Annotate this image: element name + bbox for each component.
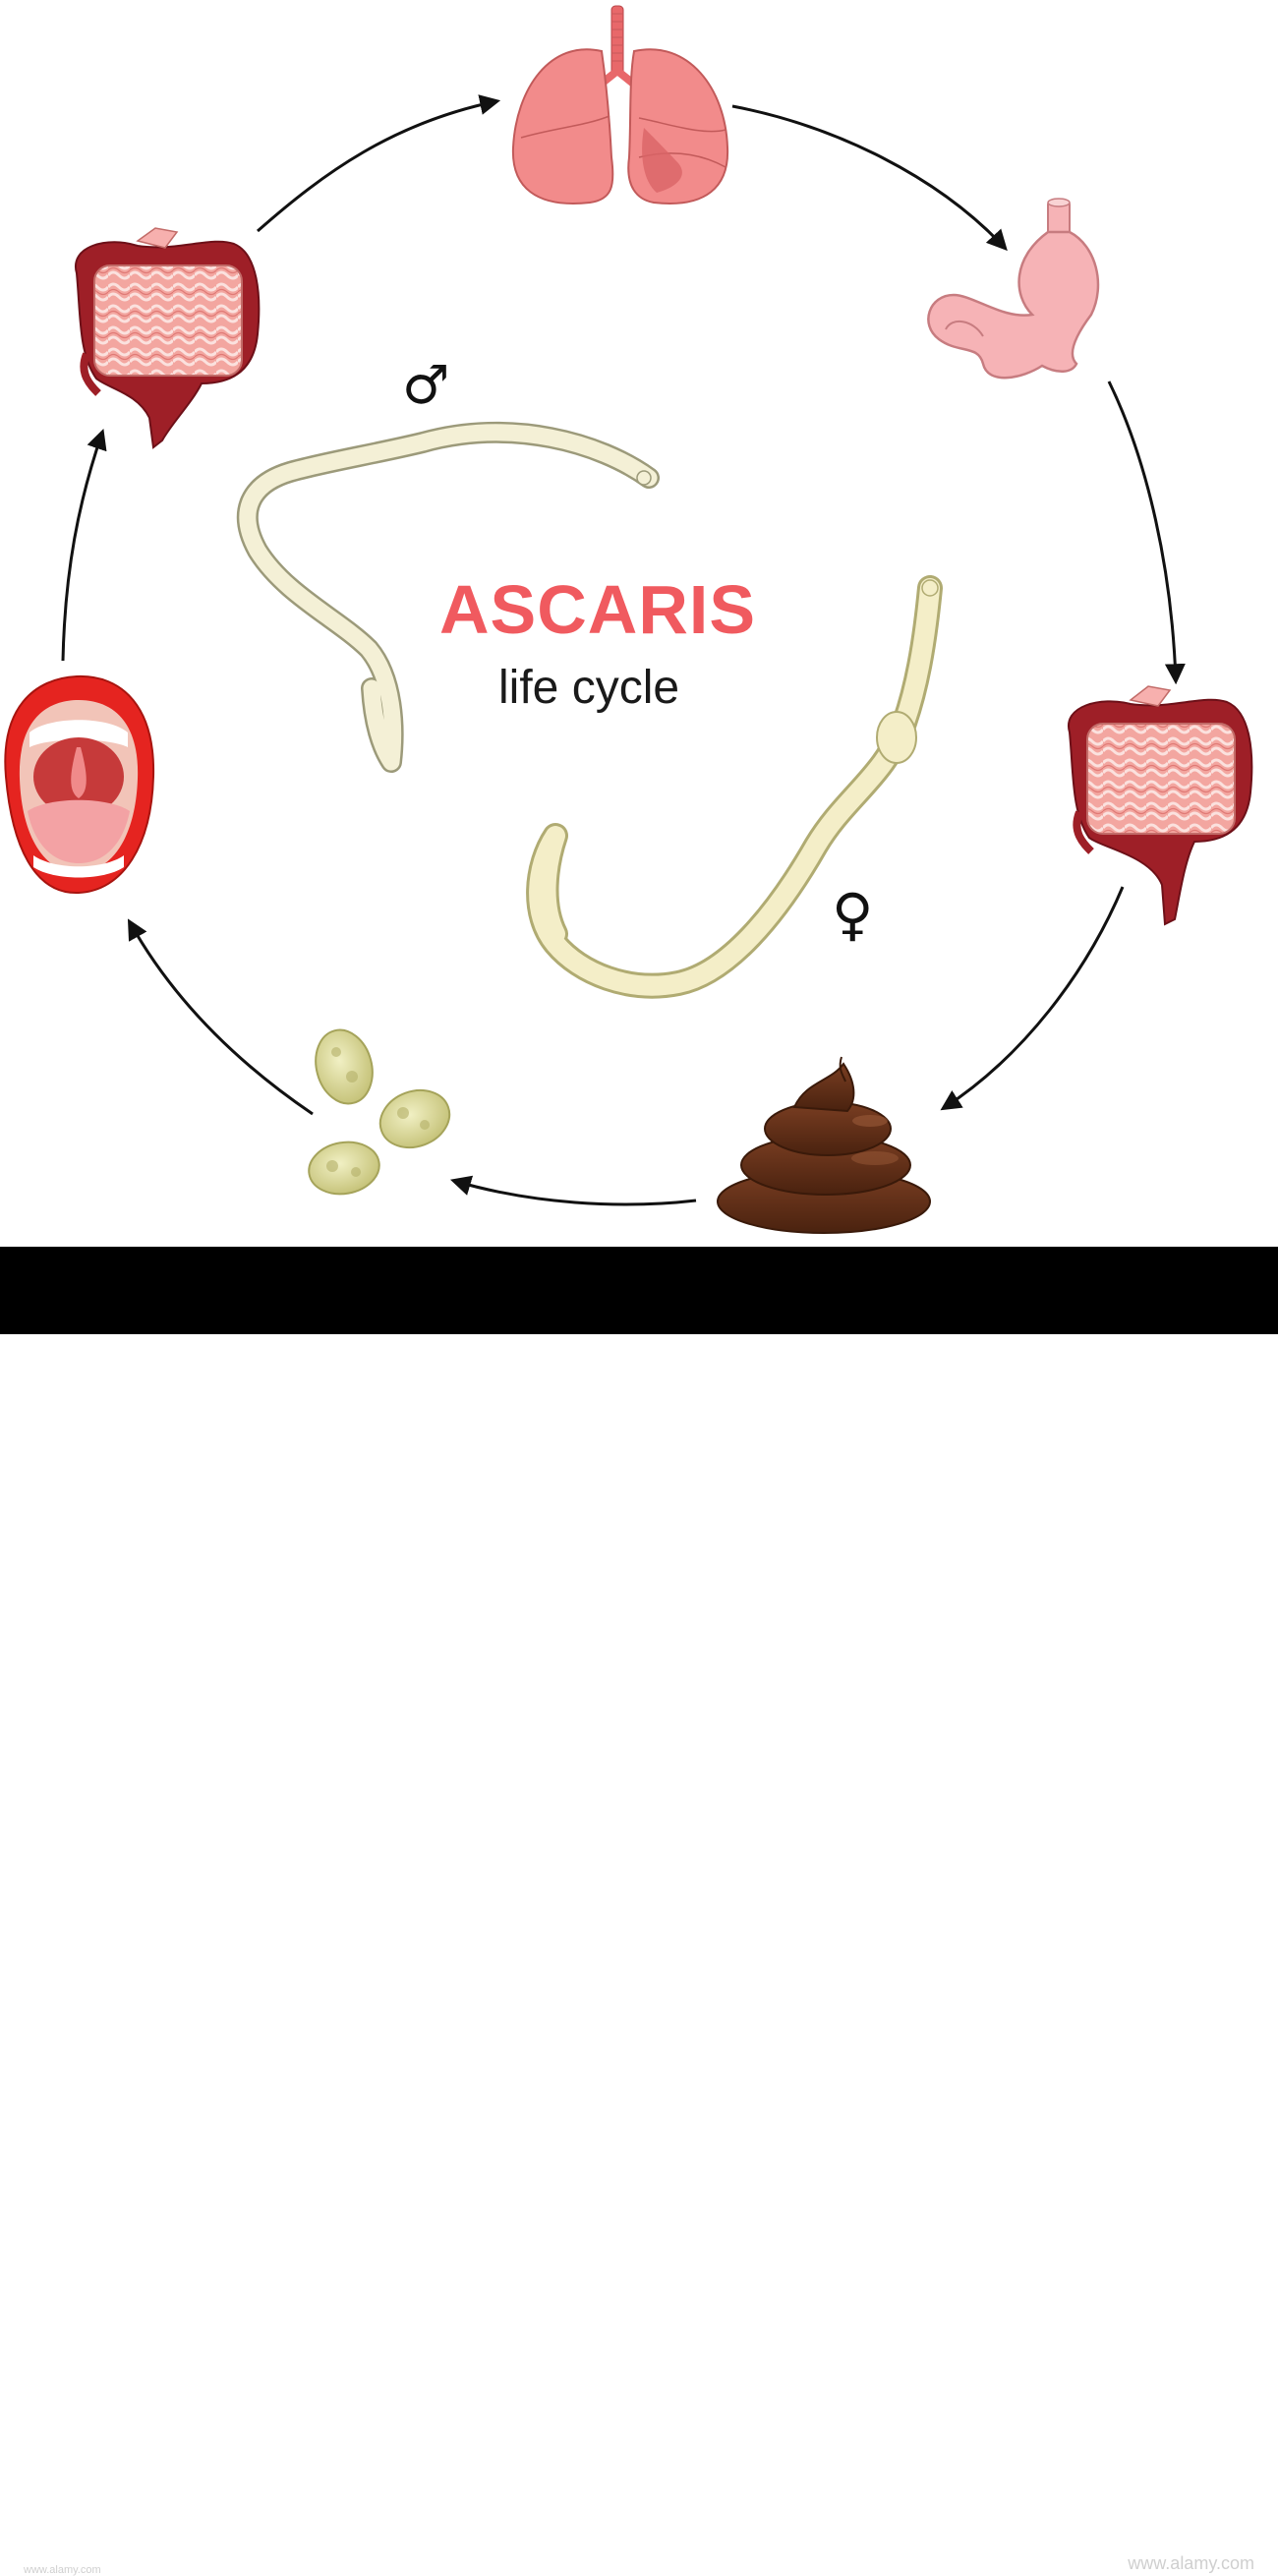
arrow-feces-to-eggs	[449, 1175, 697, 1206]
eggs-icon	[308, 1028, 451, 1196]
watermark-footer: alamy www.alamy.com Image ID: 2DG1Y86 ww…	[0, 1247, 1278, 2576]
arrow-intestine-to-lungs	[257, 94, 501, 233]
life-cycle-artwork: ♂ ♀	[4, 5, 1253, 1234]
female-worm	[526, 575, 943, 999]
site-url: www.alamy.com	[1128, 2552, 1254, 2573]
open-mouth-icon	[4, 674, 155, 895]
stomach-icon	[927, 198, 1100, 380]
arrow-eggs-to-mouth	[127, 918, 314, 1116]
arrow-intestine-to-feces	[940, 886, 1125, 1111]
brand-site-text: www.alamy.com	[24, 2564, 101, 2576]
male-symbol: ♂	[402, 354, 449, 416]
intestine-icon-upper	[74, 227, 261, 449]
stock-info: Image ID: 2DG1Y86 www.alamy.com	[1095, 2530, 1254, 2574]
male-worm	[237, 422, 660, 773]
lungs-icon	[511, 5, 729, 205]
cycle-arrows	[61, 94, 1186, 1206]
arrow-mouth-to-intestine	[61, 429, 107, 662]
female-symbol: ♀	[832, 881, 873, 948]
brand-logo: alamy	[24, 2513, 177, 2566]
intestine-icon-lower	[1067, 685, 1253, 926]
diagram-subtitle: life cycle	[498, 662, 680, 714]
diagram-title: ASCARIS	[439, 571, 757, 648]
image-id-label: Image ID: 2DG1Y86	[1094, 2531, 1254, 2550]
feces-icon	[717, 1056, 931, 1234]
diagram-canvas: ♂ ♀ ASCARIS life cycle	[0, 0, 1278, 1247]
arrow-stomach-to-intestine	[1107, 381, 1186, 685]
arrow-lungs-to-stomach	[731, 104, 1008, 252]
